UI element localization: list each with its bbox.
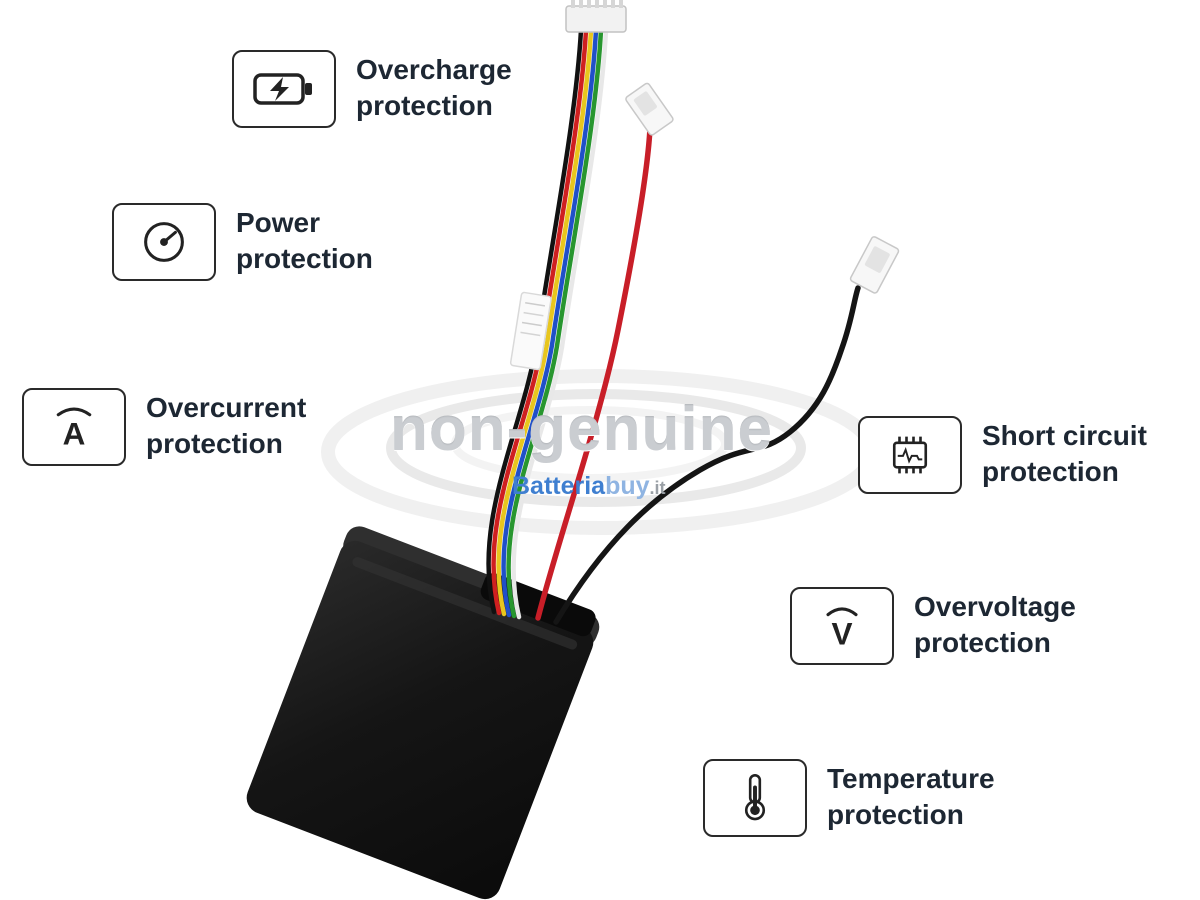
- feature-overvoltage: V Overvoltage protection: [790, 587, 1076, 665]
- battery-charge-icon: [252, 65, 316, 113]
- brand-suffix: .it: [649, 478, 666, 498]
- power-gauge-icon: [136, 214, 192, 270]
- black-wire-connector: [849, 236, 900, 294]
- temperature-icon-box: [703, 759, 807, 837]
- svg-text:A: A: [63, 416, 86, 452]
- brand-mid: buy: [605, 472, 650, 500]
- feature-label: Short circuit protection: [982, 420, 1147, 487]
- multi-pin-connector: [565, 0, 627, 33]
- feature-label: Overcurrent protection: [146, 392, 307, 459]
- cable-sticker: [509, 291, 552, 371]
- feature-power: Power protection: [112, 203, 373, 281]
- feature-label: Power protection: [236, 207, 373, 274]
- overvoltage-icon-box: V: [790, 587, 894, 665]
- red-wire-connector: [625, 82, 674, 136]
- non-genuine-watermark: non-genuine: [390, 395, 773, 464]
- feature-temperature: Temperature protection: [703, 759, 995, 837]
- feature-label: Temperature protection: [827, 763, 995, 830]
- svg-text:V: V: [831, 615, 852, 651]
- thermometer-icon: [727, 770, 783, 826]
- black-wire: [553, 236, 900, 625]
- battery-pack: [246, 526, 600, 900]
- feature-overcharge: Overcharge protection: [232, 50, 512, 128]
- power-icon-box: [112, 203, 216, 281]
- feature-label: Overvoltage protection: [914, 591, 1076, 658]
- feature-short-circuit: Short circuit protection: [858, 416, 1147, 494]
- brand-watermark: Batteriabuy.it: [512, 472, 666, 501]
- short-circuit-icon-box: [858, 416, 962, 494]
- feature-overcurrent: A Overcurrent protection: [22, 388, 306, 466]
- voltage-icon: V: [814, 598, 870, 654]
- overcurrent-icon-box: A: [22, 388, 126, 466]
- ampere-icon: A: [46, 399, 102, 455]
- feature-label: Overcharge protection: [356, 54, 512, 121]
- overcharge-icon-box: [232, 50, 336, 128]
- red-wire: [535, 82, 674, 621]
- chip-icon: [882, 427, 938, 483]
- brand-name: Batteria: [512, 472, 606, 500]
